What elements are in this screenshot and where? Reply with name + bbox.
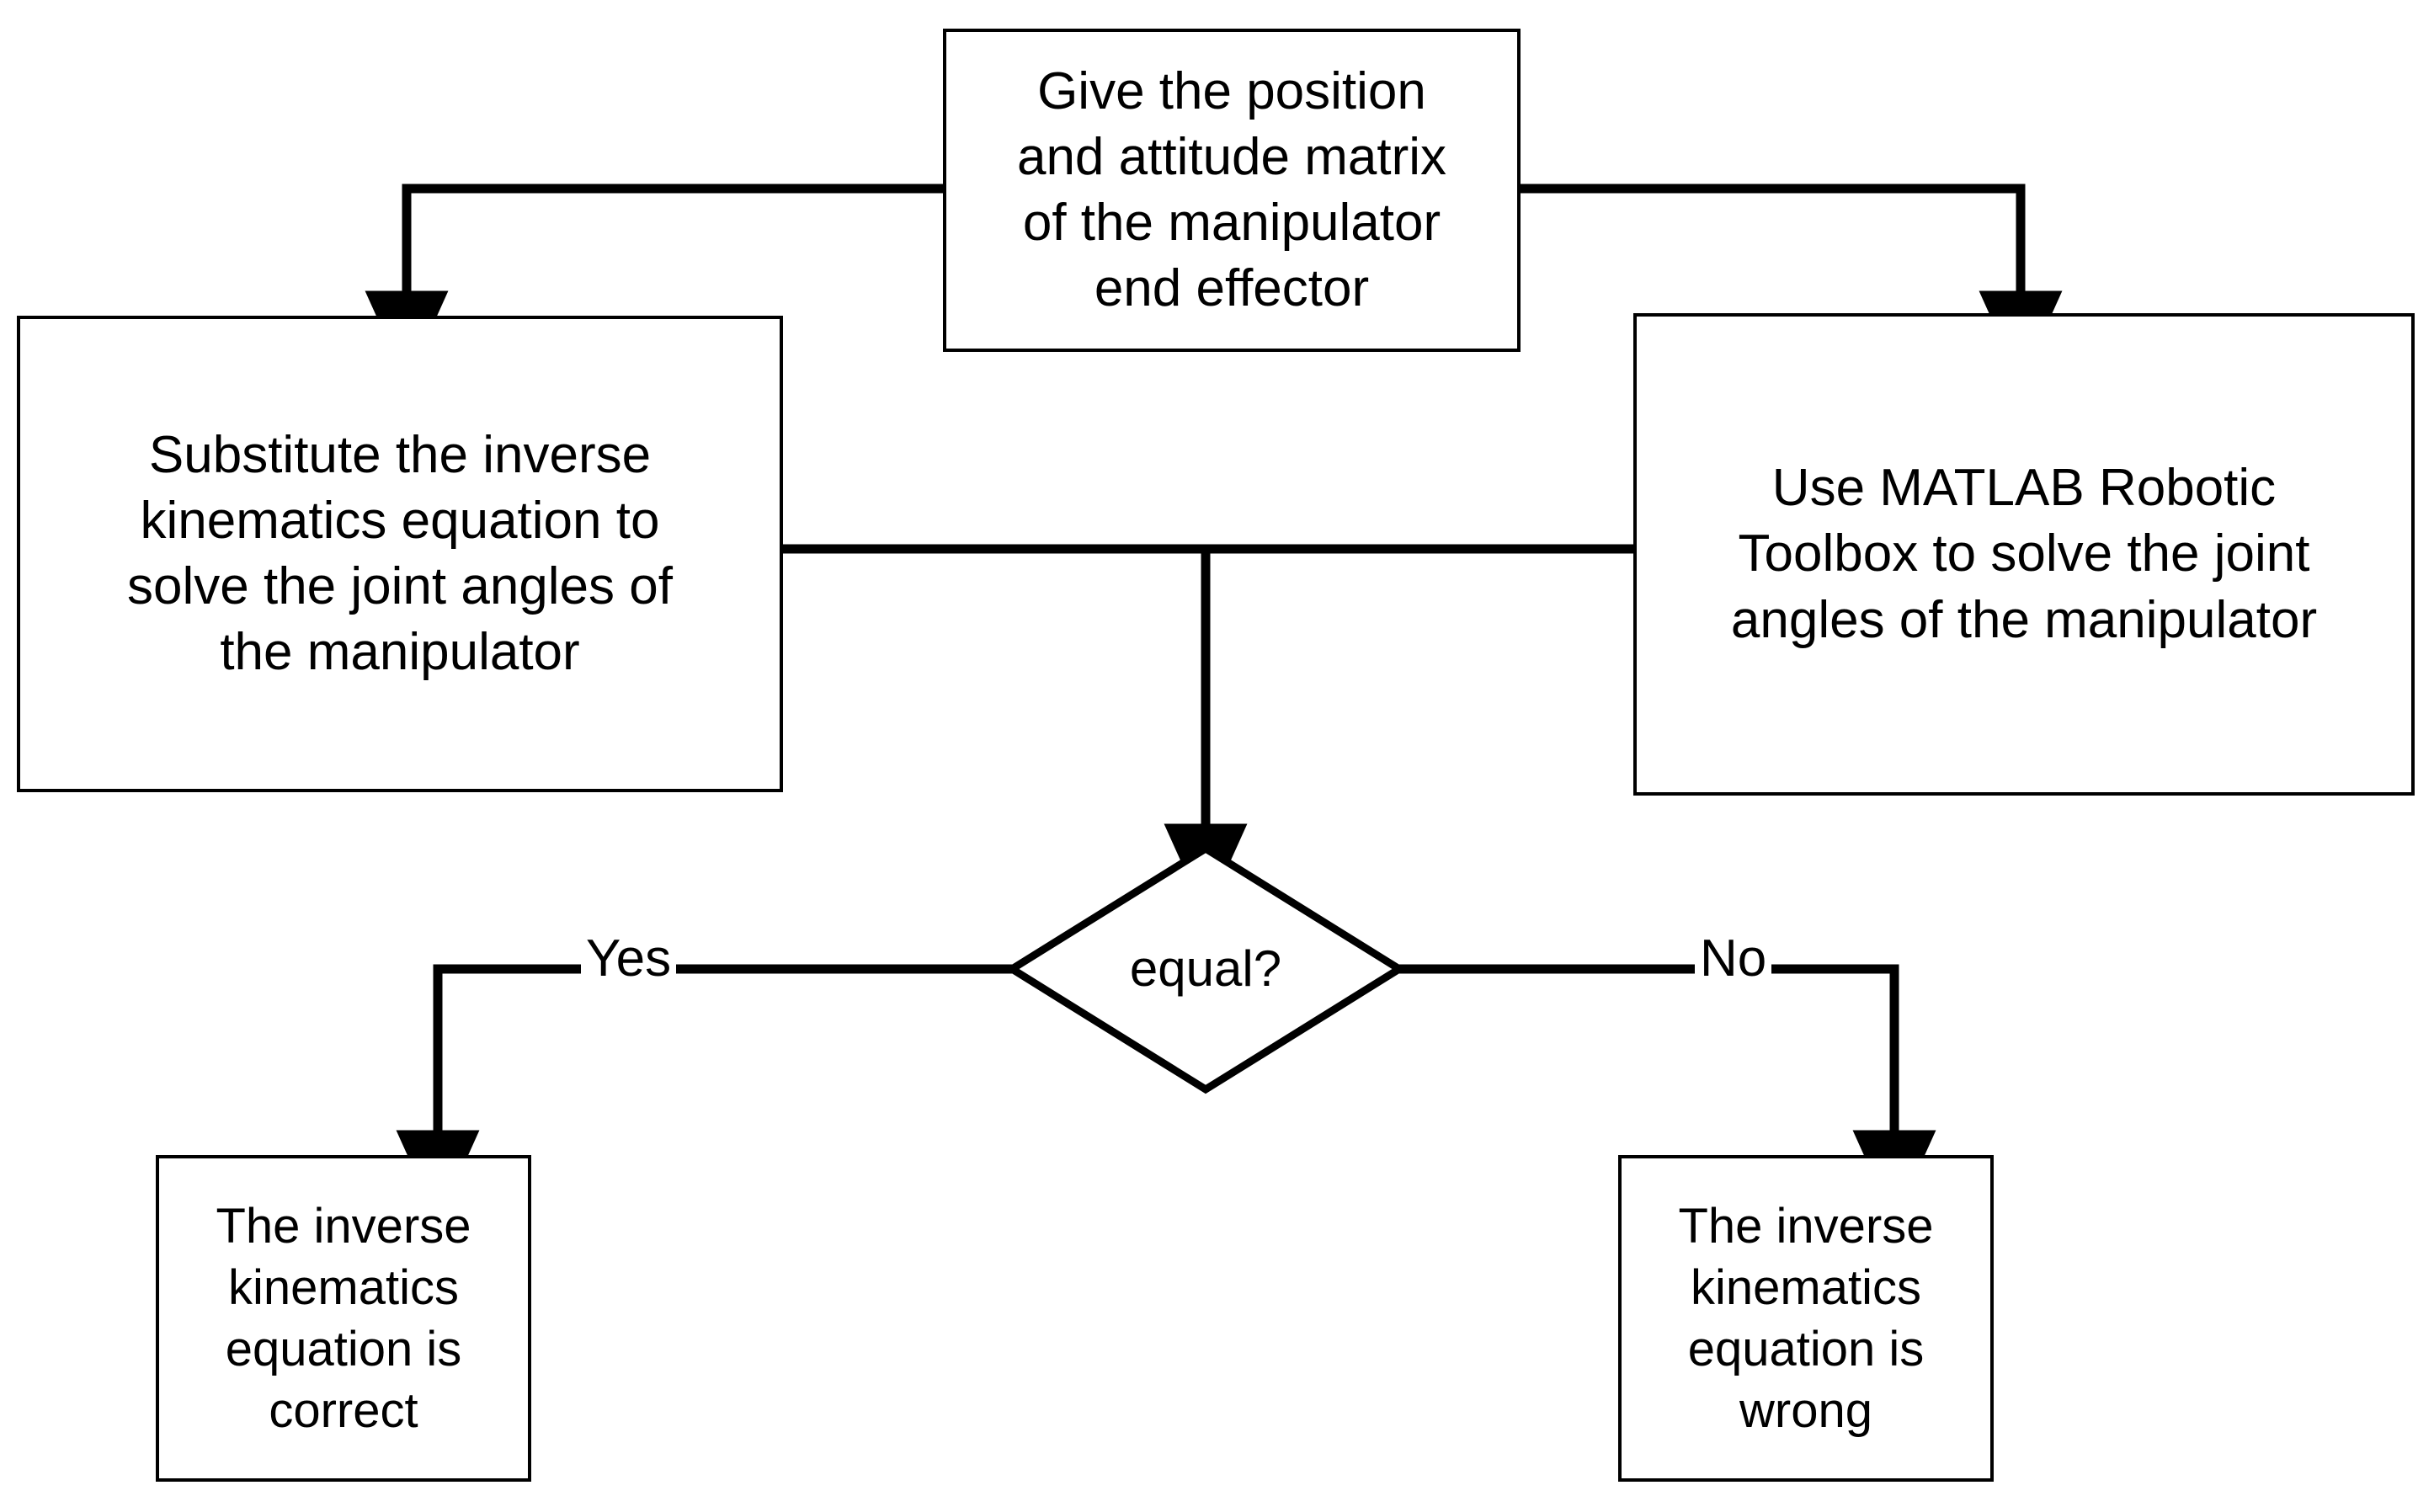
connector-decision-no-to-wrong xyxy=(1399,964,1936,1223)
decision-diamond-shape xyxy=(1004,844,1407,1094)
node-substitute-inverse-kinematics[interactable]: Substitute the inverse kinematics equati… xyxy=(17,316,783,792)
node-decision-equal[interactable]: equal? xyxy=(1012,849,1399,1089)
node-start-give-position-attitude[interactable]: Give the position and attitude matrix of… xyxy=(943,29,1521,352)
node-equation-is-correct[interactable]: The inverse kinematics equation is corre… xyxy=(156,1155,531,1482)
node-decision-label: equal? xyxy=(1129,940,1282,997)
node-equation-is-wrong[interactable]: The inverse kinematics equation is wrong xyxy=(1618,1155,1994,1482)
connector-start-to-toolbox xyxy=(1521,184,2063,384)
node-analytic-label: Substitute the inverse kinematics equati… xyxy=(127,425,673,682)
edge-label-no: No xyxy=(1695,933,1772,985)
node-correct-label: The inverse kinematics equation is corre… xyxy=(216,1198,471,1439)
node-matlab-robotic-toolbox[interactable]: Use MATLAB Robotic Toolbox to solve the … xyxy=(1633,313,2415,796)
node-wrong-label: The inverse kinematics equation is wrong xyxy=(1678,1198,1934,1439)
node-toolbox-label: Use MATLAB Robotic Toolbox to solve the … xyxy=(1730,459,2318,649)
edge-label-yes: Yes xyxy=(581,933,677,985)
node-start-label: Give the position and attitude matrix of… xyxy=(1016,61,1447,318)
connector-decision-yes-to-correct xyxy=(396,964,1012,1223)
connector-start-to-analytic xyxy=(365,184,943,384)
